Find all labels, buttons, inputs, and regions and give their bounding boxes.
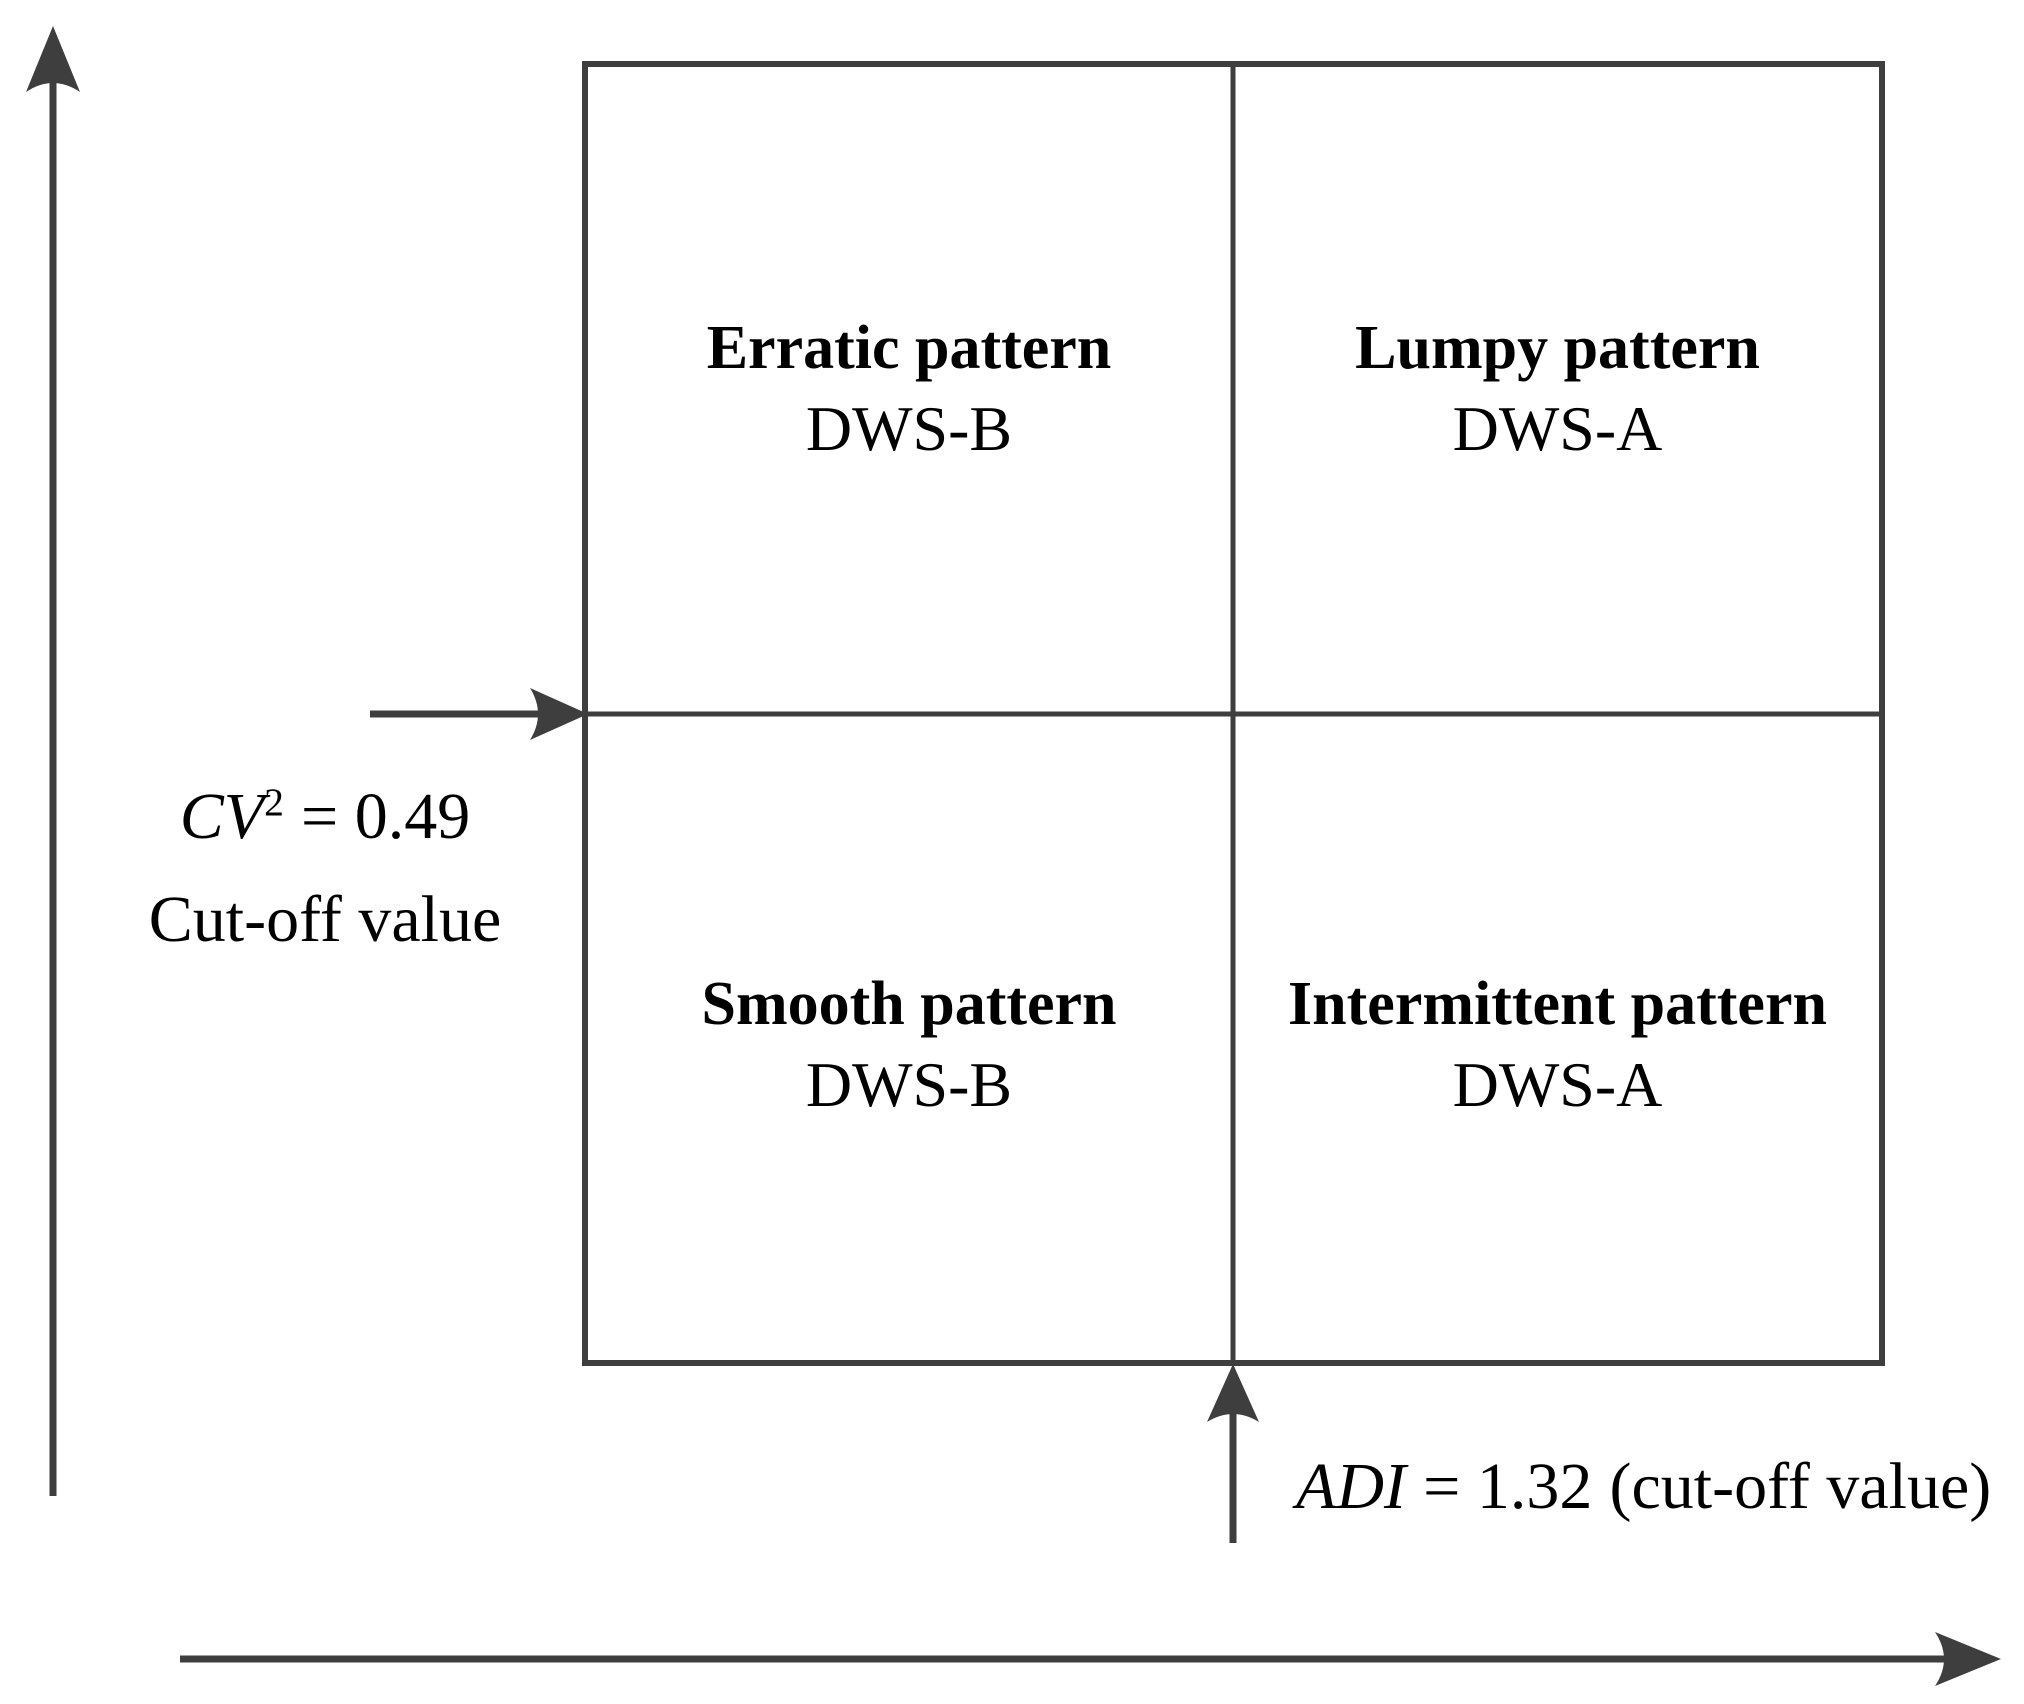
cv-cutoff-equation: CV2 = 0.49	[80, 780, 570, 853]
quadrant-intermittent: Intermittent pattern DWS-A	[1233, 970, 1882, 1121]
x-axis-arrowhead	[1935, 1632, 2001, 1686]
quadrant-erratic-title: Erratic pattern	[706, 314, 1112, 382]
quadrant-smooth-title: Smooth pattern	[701, 970, 1117, 1038]
adi-note: (cut-off value)	[1609, 1450, 1992, 1523]
adi-symbol: ADI	[1296, 1450, 1406, 1523]
adi-value: = 1.32	[1423, 1450, 1593, 1523]
cv-value: = 0.49	[301, 780, 471, 853]
cv-pointer-arrowhead	[530, 688, 588, 740]
adi-cutoff-label: ADI= 1.32(cut-off value)	[1296, 1452, 1991, 1521]
quadrant-intermittent-subtitle: DWS-A	[1452, 1049, 1663, 1121]
quadrant-erratic: Erratic pattern DWS-B	[585, 314, 1233, 465]
y-axis-arrowhead	[26, 26, 80, 92]
quadrant-erratic-subtitle: DWS-B	[805, 393, 1013, 465]
quadrant-intermittent-title: Intermittent pattern	[1288, 970, 1827, 1038]
cv-cutoff-caption: Cut-off value	[148, 883, 502, 957]
cv-cutoff-label: CV2 = 0.49 Cut-off value	[80, 780, 570, 957]
quadrant-lumpy: Lumpy pattern DWS-A	[1233, 314, 1882, 465]
quadrant-lumpy-title: Lumpy pattern	[1355, 314, 1760, 382]
adi-pointer-arrowhead	[1207, 1364, 1259, 1422]
quadrant-smooth: Smooth pattern DWS-B	[585, 970, 1233, 1121]
quadrant-lumpy-subtitle: DWS-A	[1452, 393, 1663, 465]
cv-symbol: CV	[179, 780, 265, 853]
cv-exponent: 2	[264, 780, 284, 824]
quadrant-smooth-subtitle: DWS-B	[805, 1049, 1013, 1121]
